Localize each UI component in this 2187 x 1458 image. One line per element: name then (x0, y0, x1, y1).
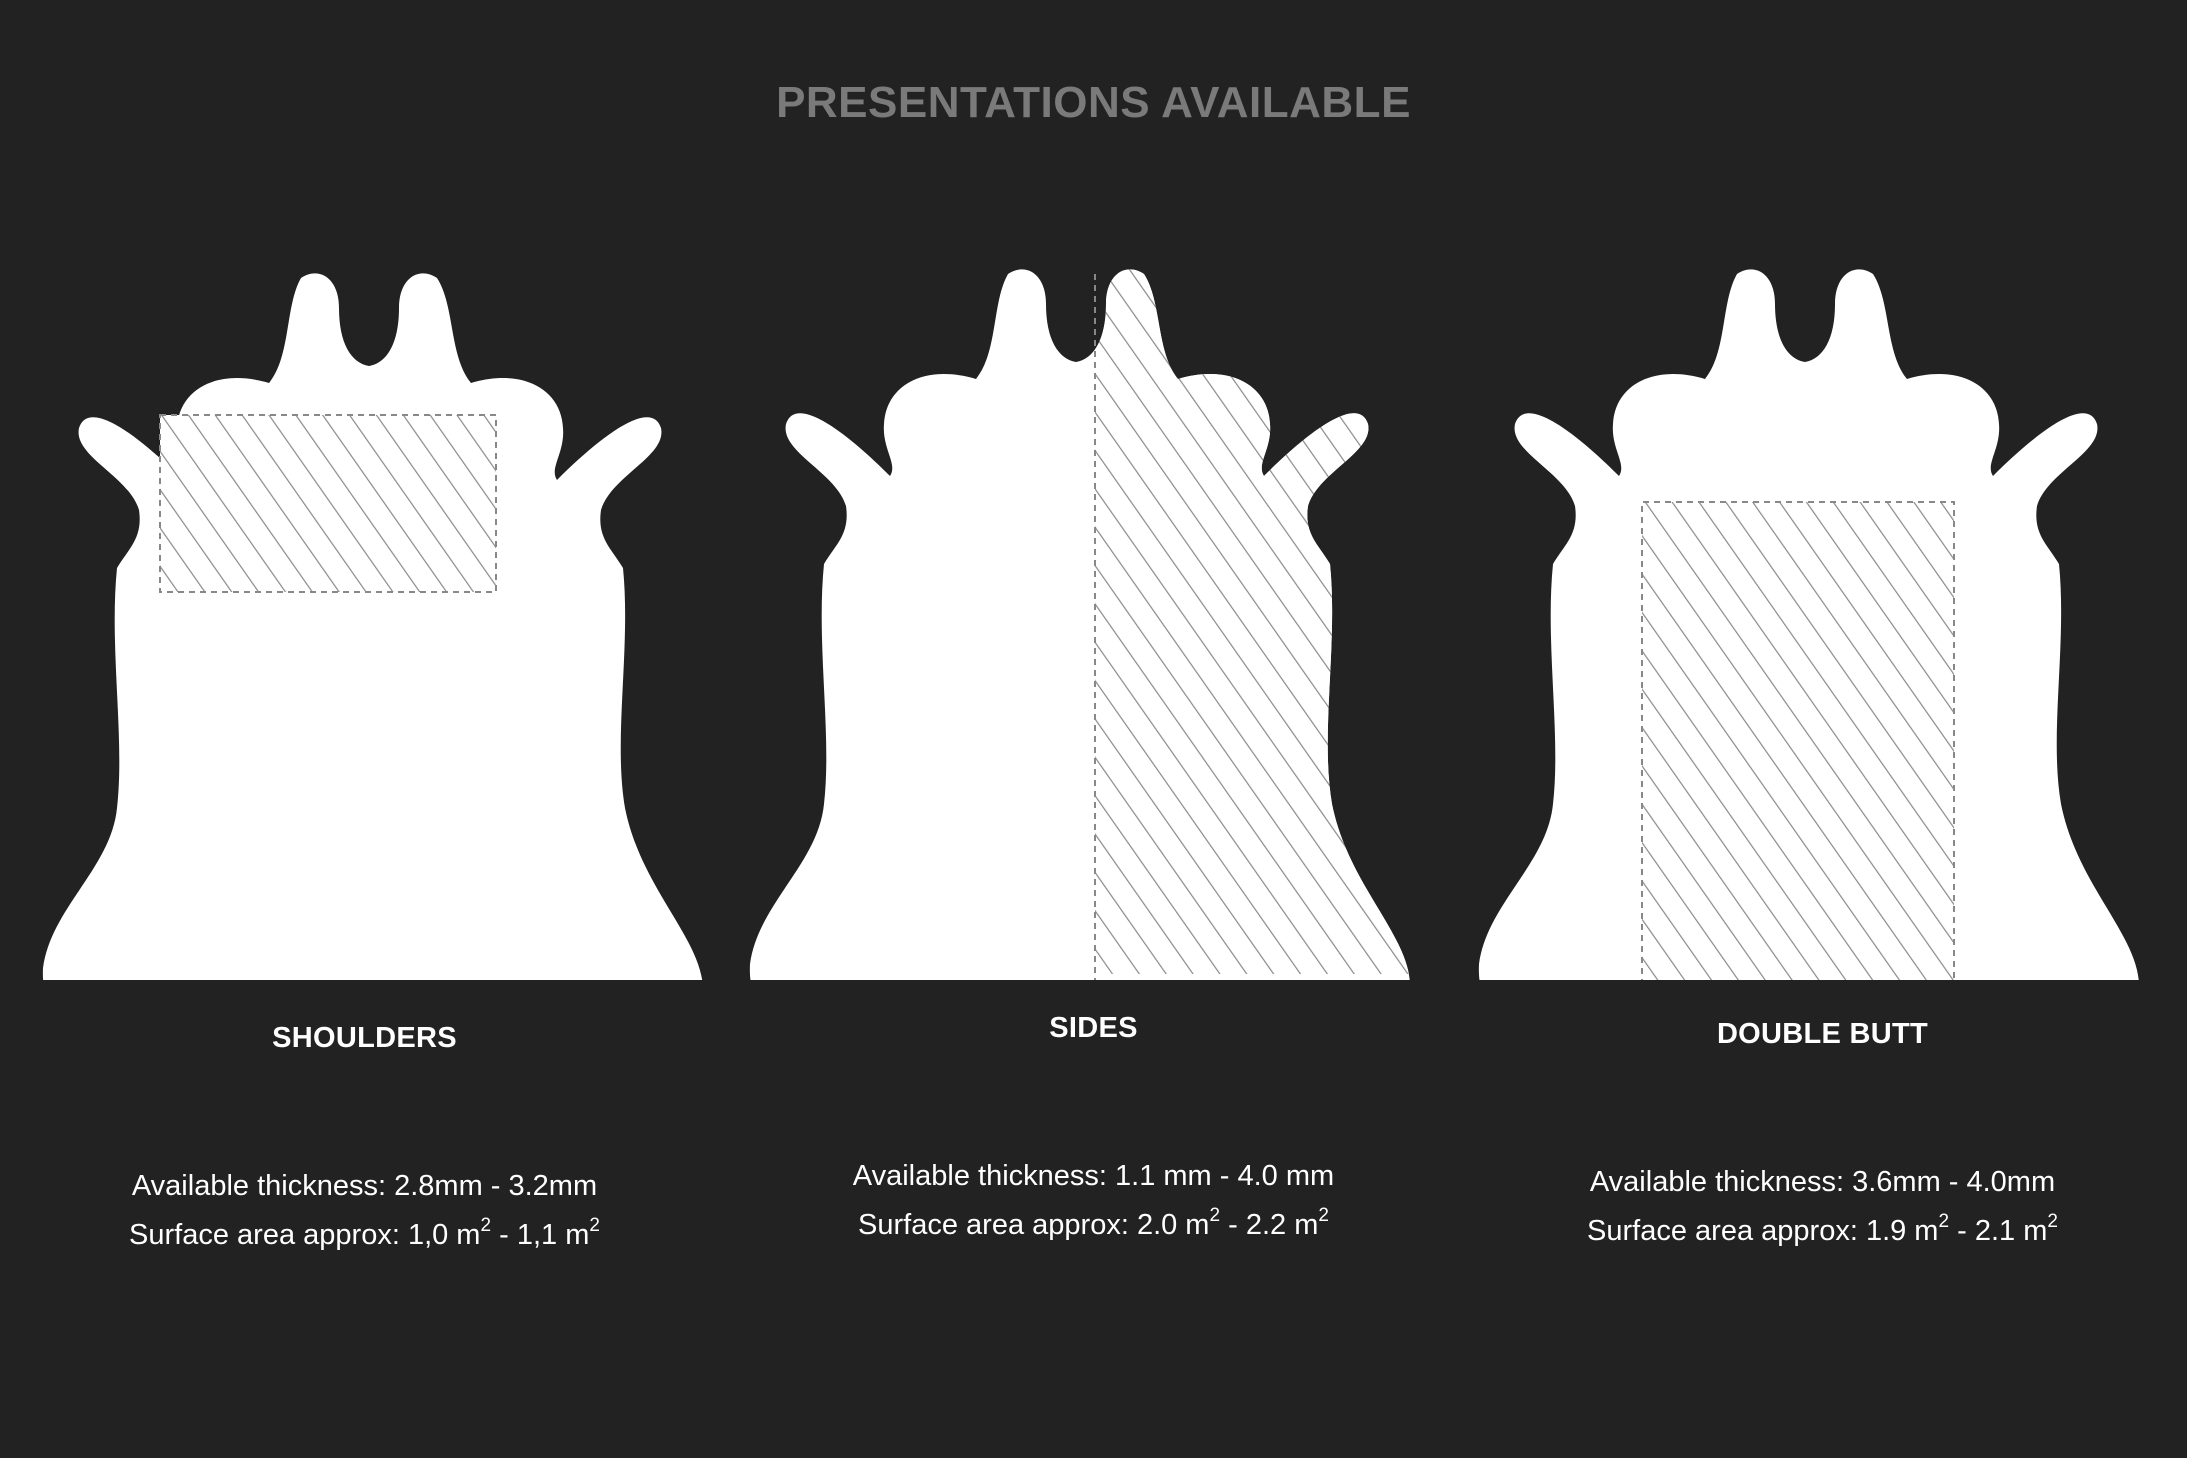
hide-diagram-sides (749, 269, 1411, 980)
thickness-line: Available thickness: 2.8mm - 3.2mm (131, 1170, 598, 1202)
page-title: PRESENTATIONS AVAILABLE (776, 78, 1411, 127)
hide-diagram-double-butt (1478, 269, 2140, 980)
cut-label: DOUBLE BUTT (1716, 1018, 1929, 1050)
butt-outline (1641, 501, 1955, 980)
hide-shape (42, 273, 704, 980)
shoulders-highlight (159, 414, 497, 593)
specs: Available thickness: 1.1 mm - 4.0 mm Sur… (729, 1152, 1458, 1250)
thickness-line: Available thickness: 1.1 mm - 4.0 mm (852, 1160, 1335, 1192)
area-line: Surface area approx: 1,0 m2 - 1,1 m2 (129, 1215, 600, 1251)
area-line: Surface area approx: 1.9 m2 - 2.1 m2 (1587, 1211, 2058, 1247)
specs: Available thickness: 3.6mm - 4.0mm Surfa… (1458, 1158, 2187, 1256)
hide-diagram-shoulders (42, 273, 704, 980)
panel-shoulders: SHOULDERS Available thickness: 2.8mm - 3… (0, 0, 729, 1458)
area-line: Surface area approx: 2.0 m2 - 2.2 m2 (858, 1205, 1329, 1241)
cut-label: SIDES (1049, 1012, 1138, 1044)
panel-sides: SIDES Available thickness: 1.1 mm - 4.0 … (729, 0, 1458, 1458)
cut-label: SHOULDERS (272, 1022, 457, 1054)
panel-double-butt: DOUBLE BUTT Available thickness: 3.6mm -… (1458, 0, 2187, 1458)
thickness-line: Available thickness: 3.6mm - 4.0mm (1589, 1166, 2056, 1198)
specs: Available thickness: 2.8mm - 3.2mm Surfa… (0, 1162, 729, 1260)
